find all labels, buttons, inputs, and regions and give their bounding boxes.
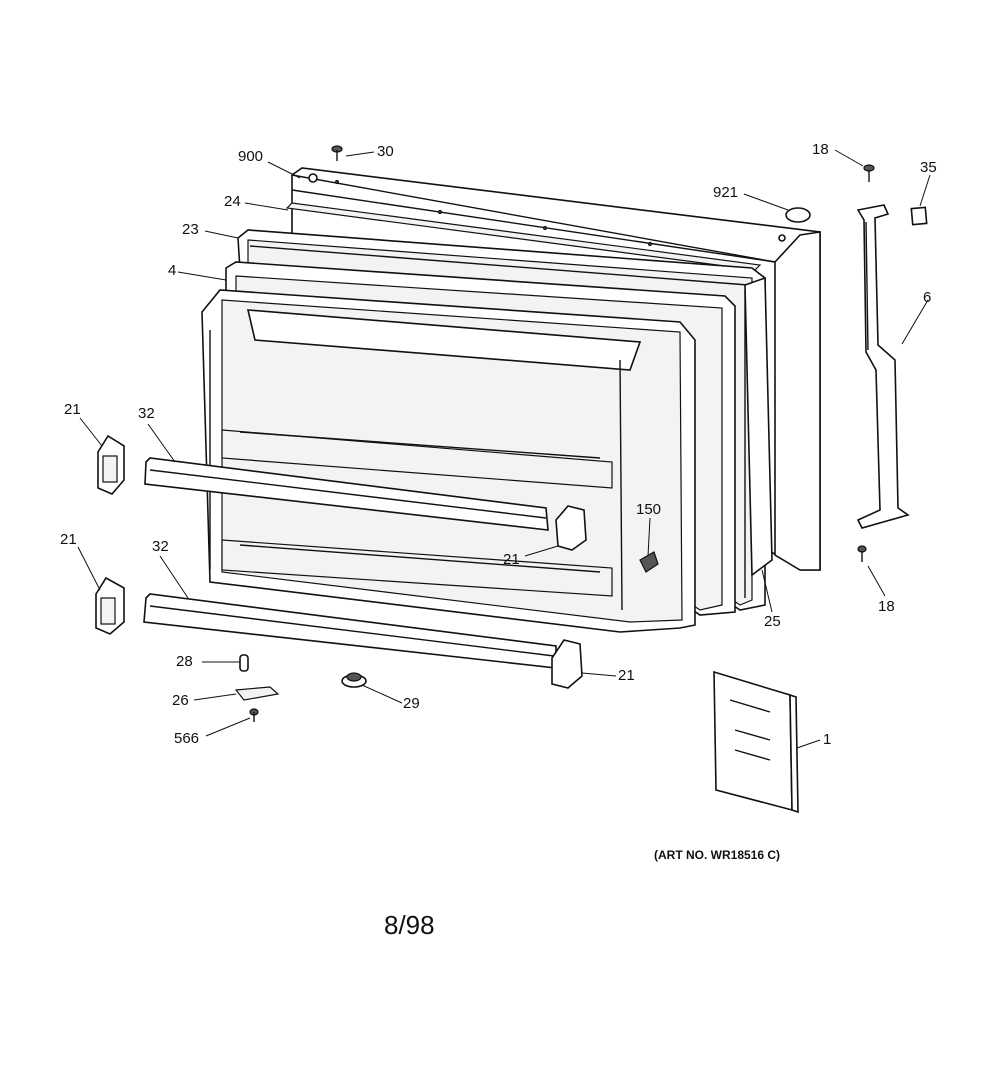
- hole-plug: [785, 207, 811, 223]
- callout-18-top: 18: [812, 141, 829, 158]
- callout-6: 6: [923, 289, 932, 306]
- rail-end-cap-lower-right: [551, 639, 583, 689]
- callout-26: 26: [172, 692, 189, 709]
- callout-30: 30: [377, 143, 394, 160]
- hinge-screw: [249, 708, 259, 722]
- screw: [331, 145, 343, 161]
- callout-900: 900: [238, 148, 264, 165]
- callout-23: 23: [182, 221, 199, 238]
- handle-screw-bottom: [857, 545, 867, 562]
- callout-18-bottom: 18: [878, 598, 895, 615]
- callout-29: 29: [403, 695, 420, 712]
- callout-21-lower-right: 21: [618, 667, 635, 684]
- door-bushing: [341, 672, 367, 688]
- callout-32-lower: 32: [152, 538, 169, 555]
- callout-leader-lines: [77, 149, 931, 749]
- callout-921: 921: [713, 184, 739, 201]
- owners-manual: [713, 670, 799, 814]
- door-hinge: [234, 686, 280, 701]
- callout-4: 4: [168, 262, 177, 279]
- date-code: 8/98: [384, 910, 435, 940]
- handle-cap: [910, 206, 928, 226]
- callout-1: 1: [823, 731, 832, 748]
- rail-end-cap-lower-left: [95, 576, 125, 635]
- rail-end-cap-upper-left: [97, 434, 125, 495]
- inner-door-liner: [201, 289, 696, 633]
- callout-32-upper: 32: [138, 405, 155, 422]
- door-handle: [856, 204, 910, 529]
- callout-21-lower-left: 21: [60, 531, 77, 548]
- callout-21-upper-left: 21: [64, 401, 81, 418]
- breaker-strip: [744, 276, 773, 577]
- callout-28: 28: [176, 653, 193, 670]
- callout-21-upper-right: 21: [503, 551, 520, 568]
- callout-25: 25: [764, 613, 781, 630]
- stop-pin: [239, 654, 249, 672]
- door-shelf-rail-upper: [144, 457, 549, 531]
- callout-150: 150: [636, 501, 662, 518]
- clip: [639, 551, 659, 573]
- handle-screw-top: [863, 164, 875, 182]
- callout-566: 566: [174, 730, 200, 747]
- art-number: (ART NO. WR18516 C): [654, 848, 781, 862]
- callout-35: 35: [920, 159, 937, 176]
- door-gasket-strip: [285, 202, 762, 271]
- callout-24: 24: [224, 193, 241, 210]
